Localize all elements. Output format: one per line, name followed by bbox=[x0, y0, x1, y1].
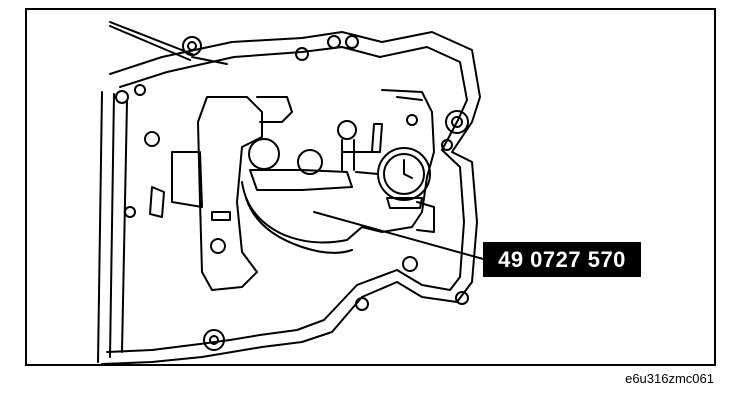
illustration-frame bbox=[25, 8, 716, 366]
cable-line bbox=[109, 21, 228, 65]
figure-code: e6u316zmc061 bbox=[625, 371, 714, 386]
valve-body bbox=[149, 89, 435, 291]
tool-part-number-callout: 49 0727 570 bbox=[483, 242, 641, 277]
housing-flange bbox=[97, 31, 481, 364]
dial-gauge-tool bbox=[241, 120, 431, 254]
leader-line bbox=[313, 211, 495, 263]
transmission-illustration bbox=[97, 21, 495, 364]
bolt-holes bbox=[115, 35, 469, 351]
